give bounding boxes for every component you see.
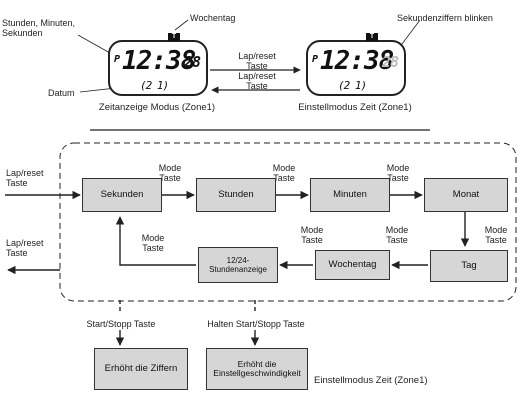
pointer-weekday xyxy=(174,19,189,31)
watch-display-right: T P 12:38 28 (2 1) xyxy=(306,33,406,96)
watch-p-right: P xyxy=(312,54,318,65)
arrow-std-sek xyxy=(115,216,196,266)
caption-display-mode: Zeitanzeige Modus (Zone1) xyxy=(98,102,216,113)
watch-sec-left: 28 xyxy=(184,53,201,71)
label-date: Datum xyxy=(48,88,75,98)
watch-display-left: T P 12:38 28 (2 1) xyxy=(108,33,208,96)
caption-settings-flow: Einstellmodus Zeit (Zone1) xyxy=(314,375,428,386)
watch-time-left: 12:38 xyxy=(122,46,196,76)
watch-p-left: P xyxy=(114,54,120,65)
caption-settings-mode: Einstellmodus Zeit (Zone1) xyxy=(298,102,412,113)
pointer-smh xyxy=(77,34,111,54)
label-weekday: Wochentag xyxy=(190,13,236,23)
watch-time-right: 12:38 xyxy=(320,46,394,76)
label-hold-start-stop: Halten Start/Stopp Taste xyxy=(207,319,305,329)
box-result-digits: Erhöht die Ziffern xyxy=(94,348,188,390)
watch-date-left: (2 1) xyxy=(140,79,169,92)
watch-date-right: (2 1) xyxy=(338,79,367,92)
box-tag: Tag xyxy=(430,250,508,282)
watch-sec-right-blinking: 28 xyxy=(382,53,399,71)
watch-badge-left: T xyxy=(168,33,180,41)
box-stundenanzeige: 12/24-Stundenanzeige xyxy=(198,247,278,283)
label-smh: Stunden, Minuten,Sekunden xyxy=(2,18,76,38)
box-minuten: Minuten xyxy=(310,178,390,212)
box-sekunden: Sekunden xyxy=(82,178,162,212)
label-start-stop: Start/Stopp Taste xyxy=(86,319,156,329)
watch-badge-right: T xyxy=(366,33,378,41)
label-blink: Sekundenziffern blinken xyxy=(397,13,493,23)
box-stunden: Stunden xyxy=(196,178,276,212)
box-wochentag: Wochentag xyxy=(315,250,390,280)
settings-frame xyxy=(59,142,517,302)
box-monat: Monat xyxy=(424,178,508,212)
